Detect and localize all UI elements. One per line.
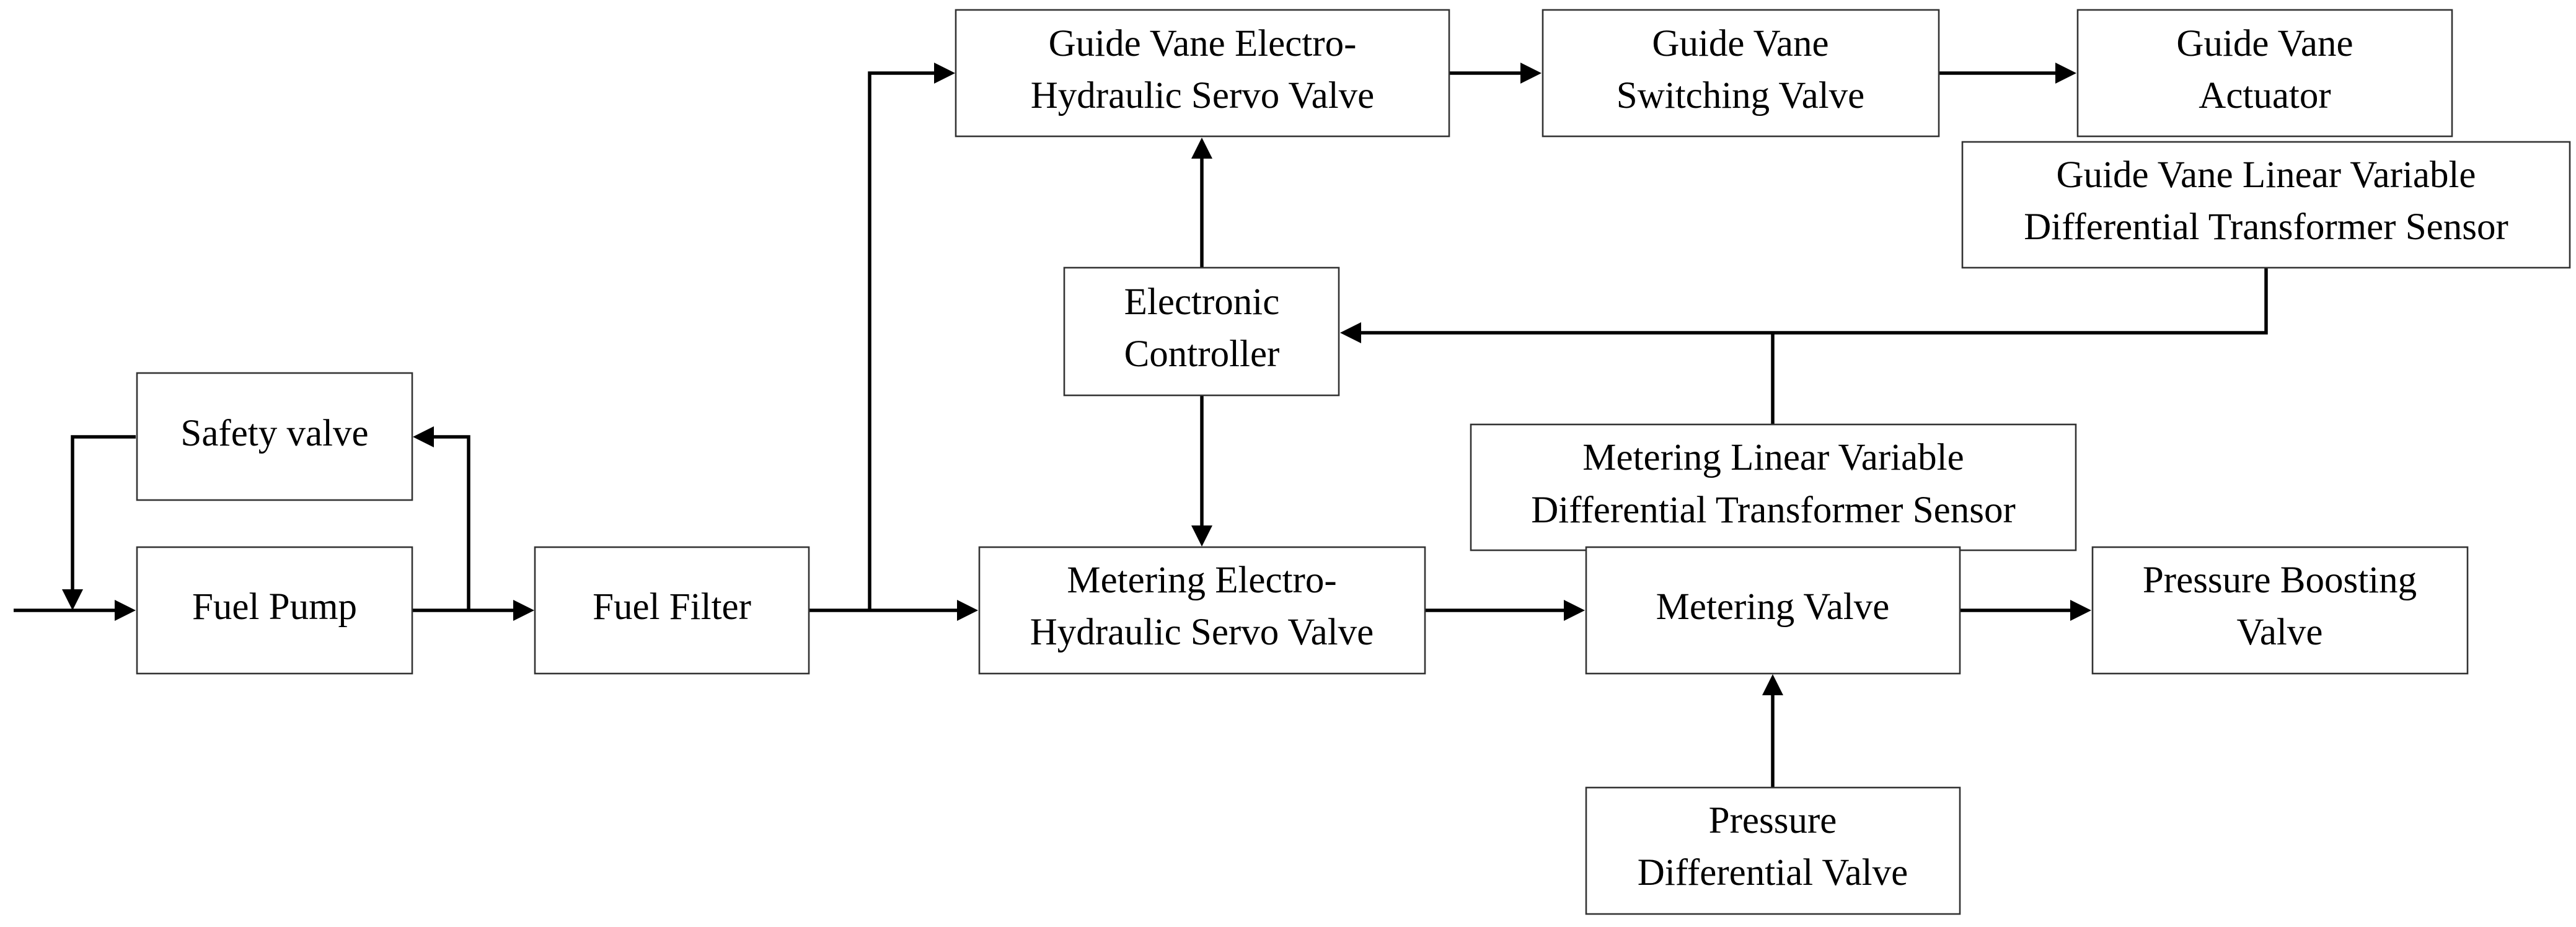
arrow-gv-lvdt-to-controller <box>1361 268 2268 335</box>
block-pressure-differential-valve-line-2: Differential Valve <box>1638 852 1908 894</box>
block-metering-valve: Metering Valve <box>1585 546 1961 675</box>
block-electronic-controller-line-2: Controller <box>1124 333 1280 375</box>
arrowhead-gv-actuator-in <box>2055 63 2076 84</box>
block-guide-vane-servo-valve: Guide Vane Electro- Hydraulic Servo Valv… <box>955 9 1450 138</box>
arrowhead-metering-servo-from-controller <box>1191 525 1212 547</box>
block-guide-vane-actuator: Guide Vane Actuator <box>2076 9 2453 138</box>
arrowhead-metering-servo-in <box>957 600 978 621</box>
block-safety-valve: Safety valve <box>136 372 413 501</box>
arrow-safety-valve-to-inlet <box>71 435 136 589</box>
arrowhead-metering-valve-in <box>1564 600 1585 621</box>
block-guide-vane-actuator-line-1: Guide Vane <box>2176 23 2353 64</box>
arrowhead-gv-servo-in <box>934 63 955 84</box>
arrowhead-gv-switching-in <box>1520 63 1542 84</box>
arrowhead-fuel-pump-in <box>115 600 136 621</box>
block-metering-servo-valve-line-2: Hydraulic Servo Valve <box>1030 612 1374 653</box>
block-metering-servo-valve-line-1: Metering Electro- <box>1067 560 1336 601</box>
arrowhead-safety-valve-in <box>413 426 434 447</box>
block-fuel-filter: Fuel Filter <box>534 546 810 675</box>
arrowhead-boosting-valve-in <box>2070 600 2091 621</box>
block-guide-vane-switching-valve-line-1: Guide Vane <box>1652 23 1828 64</box>
block-metering-lvdt-sensor-line-2: Differential Transformer Sensor <box>1531 490 2016 531</box>
block-metering-lvdt-sensor-line-1: Metering Linear Variable <box>1582 437 1964 478</box>
block-guide-vane-servo-valve-line-1: Guide Vane Electro- <box>1049 23 1357 64</box>
block-guide-vane-lvdt-sensor-line-1: Guide Vane Linear Variable <box>2057 154 2476 196</box>
block-electronic-controller: Electronic Controller <box>1063 266 1340 397</box>
arrowhead-fuel-filter-in <box>513 600 534 621</box>
block-electronic-controller-line-1: Electronic <box>1124 281 1280 323</box>
block-guide-vane-lvdt-sensor-line-2: Differential Transformer Sensor <box>2024 206 2508 248</box>
arrow-pump-to-safety-valve <box>434 435 470 610</box>
block-metering-valve-label: Metering Valve <box>1656 586 1890 628</box>
block-pressure-differential-valve-line-1: Pressure <box>1709 800 1837 841</box>
arrowhead-controller-feedback-in <box>1340 322 1361 343</box>
block-guide-vane-switching-valve-line-2: Switching Valve <box>1617 75 1864 116</box>
arrow-fuel-filter-to-gv-servo <box>868 71 934 610</box>
block-fuel-filter-label: Fuel Filter <box>593 586 751 628</box>
block-fuel-pump: Fuel Pump <box>136 546 413 675</box>
block-metering-lvdt-sensor: Metering Linear Variable Differential Tr… <box>1470 423 2077 551</box>
block-safety-valve-label: Safety valve <box>180 413 368 454</box>
block-guide-vane-lvdt-sensor: Guide Vane Linear Variable Differential … <box>1961 141 2571 269</box>
block-pressure-boosting-valve: Pressure Boosting Valve <box>2091 546 2469 675</box>
block-pressure-boosting-valve-line-2: Valve <box>2237 612 2323 653</box>
block-metering-servo-valve: Metering Electro- Hydraulic Servo Valve <box>978 546 1426 675</box>
arrowhead-gv-servo-from-controller <box>1191 138 1212 159</box>
block-guide-vane-servo-valve-line-2: Hydraulic Servo Valve <box>1031 75 1375 116</box>
block-fuel-pump-label: Fuel Pump <box>192 586 357 628</box>
block-pressure-differential-valve: Pressure Differential Valve <box>1585 786 1961 915</box>
arrowhead-metering-valve-from-diff <box>1762 674 1783 695</box>
block-guide-vane-switching-valve: Guide Vane Switching Valve <box>1542 9 1940 138</box>
block-guide-vane-actuator-line-2: Actuator <box>2199 75 2331 116</box>
block-pressure-boosting-valve-line-1: Pressure Boosting <box>2143 560 2417 601</box>
arrowhead-safety-return <box>62 589 83 610</box>
connections <box>14 63 2268 788</box>
